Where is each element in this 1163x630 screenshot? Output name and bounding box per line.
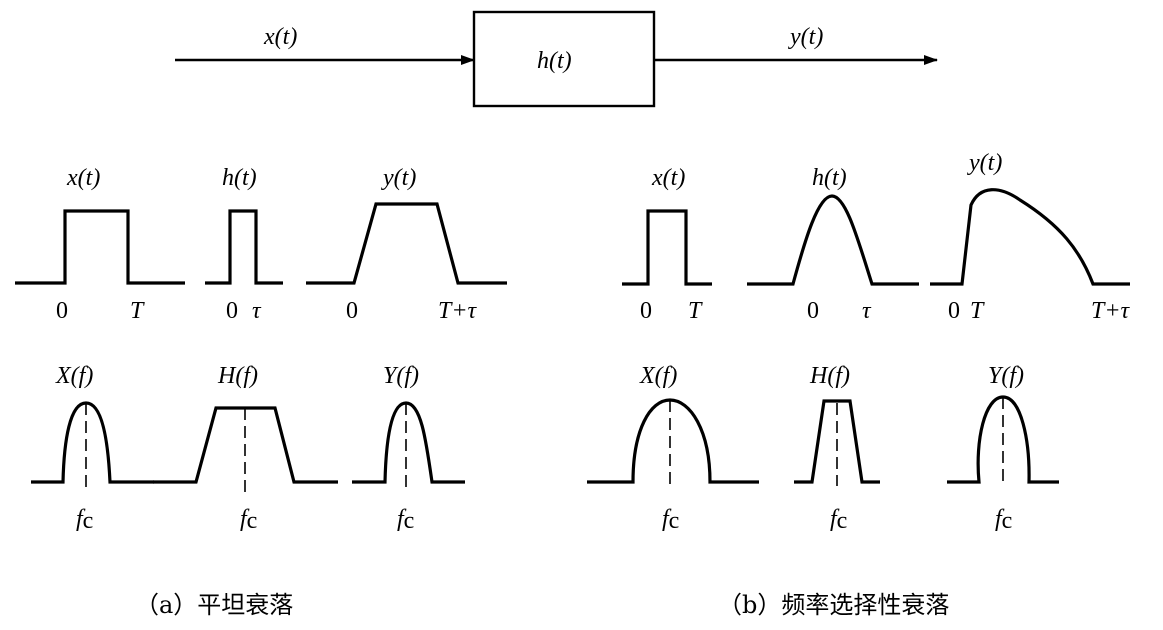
wide-bell-spectrum	[587, 398, 759, 484]
plot-b-H-f: H(f) fc	[794, 363, 880, 534]
plot-b-Y-f: Y(f) fc	[947, 363, 1059, 534]
tick-label: fc	[830, 506, 847, 534]
plot-b-x-t: x(t) 0 T	[622, 165, 712, 324]
rect-pulse-waveform	[15, 209, 185, 285]
tick-label: T+τ	[438, 298, 478, 324]
tick-label: T	[130, 298, 145, 324]
tick-label: T+τ	[1091, 298, 1131, 324]
tick-f: f	[76, 506, 86, 532]
tick-f: f	[995, 506, 1005, 532]
plot-title: H(f)	[809, 363, 850, 389]
tick-label: 0	[56, 298, 68, 324]
tick-label: τ	[252, 298, 262, 324]
tick-subscript: c	[247, 508, 258, 534]
tick-subscript: c	[1002, 508, 1013, 534]
tick-label: fc	[76, 506, 93, 534]
plot-b-h-t: h(t) 0 τ	[747, 165, 919, 324]
tick-label: 0	[807, 298, 819, 324]
panel-b-time-domain: x(t) 0 T h(t) 0 τ y(t) 0 T T+τ	[622, 150, 1131, 324]
tick-subscript: c	[404, 508, 415, 534]
tick-label: fc	[995, 506, 1012, 534]
tick-label: fc	[240, 506, 257, 534]
block-diagram: x(t) h(t) y(t)	[175, 10, 938, 108]
skewed-bump-waveform	[930, 188, 1130, 286]
narrow-bell-spectrum	[352, 401, 465, 484]
plot-a-Y-f: Y(f) fc	[352, 363, 465, 534]
tick-label: T	[688, 298, 703, 324]
bump-waveform	[747, 194, 919, 286]
plot-b-y-t: y(t) 0 T T+τ	[930, 150, 1131, 324]
rect-pulse-waveform	[622, 209, 712, 286]
panel-a-time-domain: x(t) 0 T h(t) 0 τ y(t) 0 T+τ	[15, 165, 507, 324]
plot-title: Y(f)	[383, 363, 419, 389]
tick-f: f	[662, 506, 672, 532]
caption-frequency-selective-fading: （b）频率选择性衰落	[718, 591, 949, 619]
plot-title: X(f)	[55, 363, 93, 389]
plot-a-h-t: h(t) 0 τ	[205, 165, 283, 324]
plot-title: H(f)	[217, 363, 258, 389]
tick-label: 0	[226, 298, 238, 324]
plot-b-X-f: X(f) fc	[587, 363, 759, 534]
plot-title: Y(f)	[988, 363, 1024, 389]
plot-title: x(t)	[651, 165, 685, 191]
tick-label: fc	[662, 506, 679, 534]
tick-subscript: c	[83, 508, 94, 534]
tick-label: 0	[640, 298, 652, 324]
wide-trapezoid-spectrum	[153, 406, 338, 484]
plot-title: h(t)	[222, 165, 257, 191]
narrow-bell-spectrum	[31, 401, 154, 484]
plot-a-y-t: y(t) 0 T+τ	[306, 165, 507, 324]
tick-label: 0	[948, 298, 960, 324]
tick-subscript: c	[669, 508, 680, 534]
tick-label: 0	[346, 298, 358, 324]
tick-label: τ	[862, 298, 872, 324]
tick-f: f	[240, 506, 250, 532]
output-label: y(t)	[788, 24, 823, 50]
tick-subscript: c	[837, 508, 848, 534]
plot-a-x-t: x(t) 0 T	[15, 165, 185, 324]
plot-title: h(t)	[812, 165, 847, 191]
tick-f: f	[830, 506, 840, 532]
plot-title: x(t)	[66, 165, 100, 191]
plot-a-H-f: H(f) fc	[153, 363, 338, 534]
narrow-pulse-waveform	[205, 209, 283, 285]
panel-a-freq-domain: X(f) fc H(f) fc Y(f) fc	[31, 363, 465, 534]
input-label: x(t)	[263, 24, 297, 50]
trapezoid-waveform	[306, 202, 507, 285]
tick-label: T	[970, 298, 985, 324]
system-label: h(t)	[537, 48, 572, 74]
plot-title: X(f)	[639, 363, 677, 389]
plot-title: y(t)	[381, 165, 416, 191]
narrow-trapezoid-spectrum	[794, 399, 880, 484]
tick-f: f	[397, 506, 407, 532]
plot-title: y(t)	[967, 150, 1002, 176]
caption-flat-fading: （a）平坦衰落	[135, 591, 293, 619]
narrow-bell-spectrum	[947, 395, 1059, 484]
plot-a-X-f: X(f) fc	[31, 363, 154, 534]
tick-label: fc	[397, 506, 414, 534]
panel-b-freq-domain: X(f) fc H(f) fc Y(f) fc	[587, 363, 1059, 534]
